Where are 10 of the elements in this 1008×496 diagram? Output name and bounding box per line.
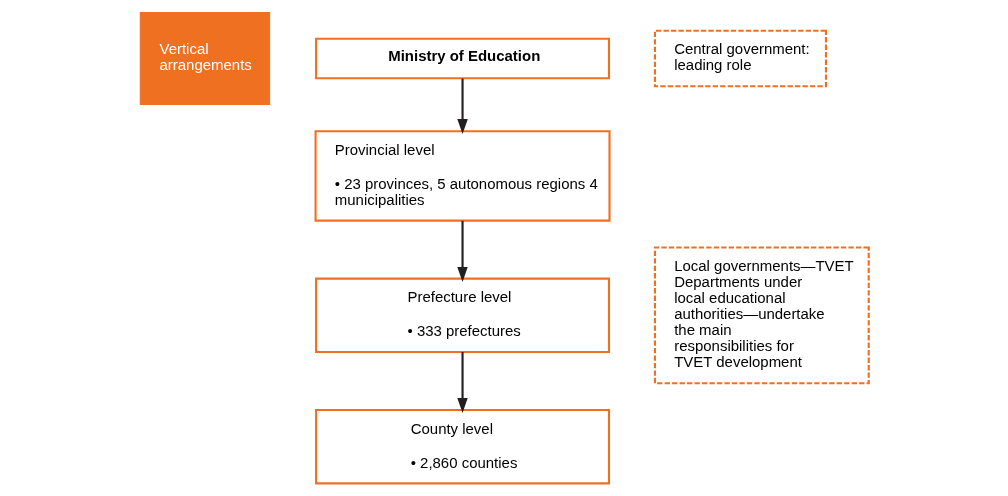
node-box: Prefecture level • 333 prefectures	[314, 277, 610, 354]
node-box: Vertical arrangements	[139, 12, 270, 105]
arrow	[456, 352, 468, 413]
arrow	[456, 220, 468, 282]
node-box: Provincial level • 23 provinces, 5 autonomous regions 4 municipalities	[314, 130, 611, 222]
node-box: Central government: leading role	[653, 29, 827, 88]
node-box: Ministry of Education	[314, 37, 610, 80]
node-box: County level • 2,860 counties	[314, 408, 610, 485]
node-box: Local governments—TVET Departments under local educational authorities—undertake the main responsibilities for TVET development	[653, 246, 870, 385]
arrow	[456, 78, 468, 135]
